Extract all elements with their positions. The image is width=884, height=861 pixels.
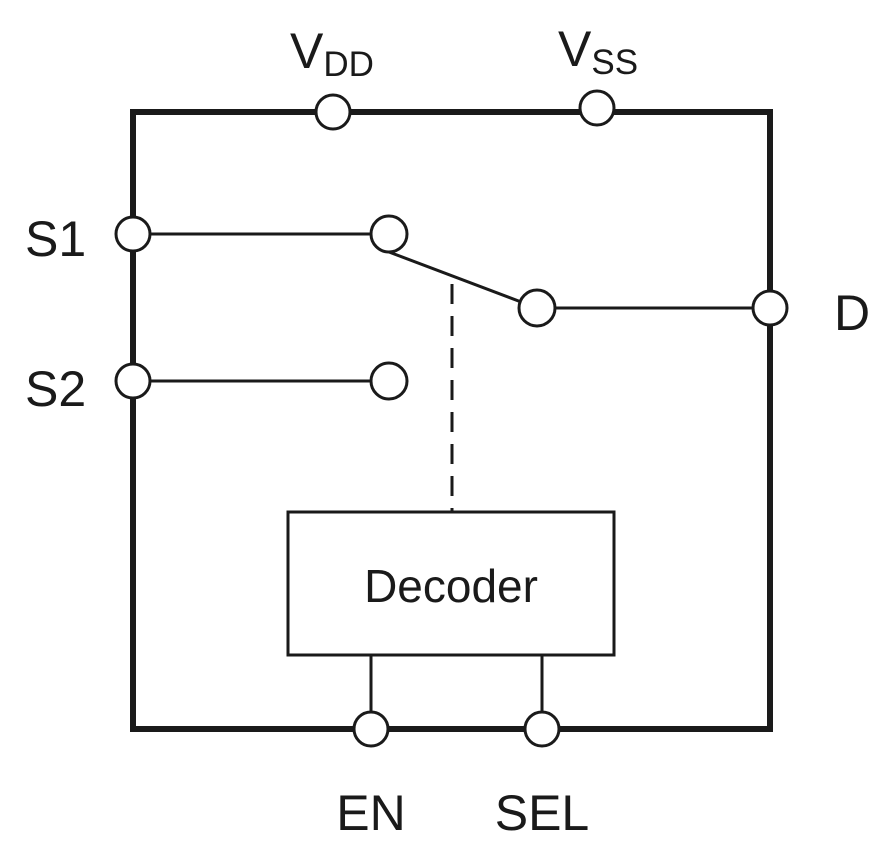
vss-label-main: V [558,21,592,77]
s2-pin [114,362,152,400]
sel-pin [523,710,561,748]
vdd-pin [314,93,352,131]
common-contact [517,288,557,328]
switch-arm [388,250,538,310]
decoder-block [286,510,616,657]
device-outline [130,109,773,732]
vss-label: VSS [558,21,638,82]
s2-contact [369,361,409,401]
s1-label: S1 [25,211,86,267]
s2-label: S2 [25,361,86,417]
s1-contact [369,214,409,254]
vdd-label-sub: DD [323,45,374,84]
s1-pin [114,215,152,253]
en-label: EN [336,785,405,841]
en-pin [352,710,390,748]
d-label: D [834,285,870,341]
sel-label: SEL [495,785,590,841]
vss-pin [578,89,616,127]
d-pin [751,289,789,327]
vdd-label: VDD [290,23,374,84]
vss-label-sub: SS [591,43,638,82]
decoder-label: Decoder [364,560,538,612]
vdd-label-main: V [290,23,324,79]
